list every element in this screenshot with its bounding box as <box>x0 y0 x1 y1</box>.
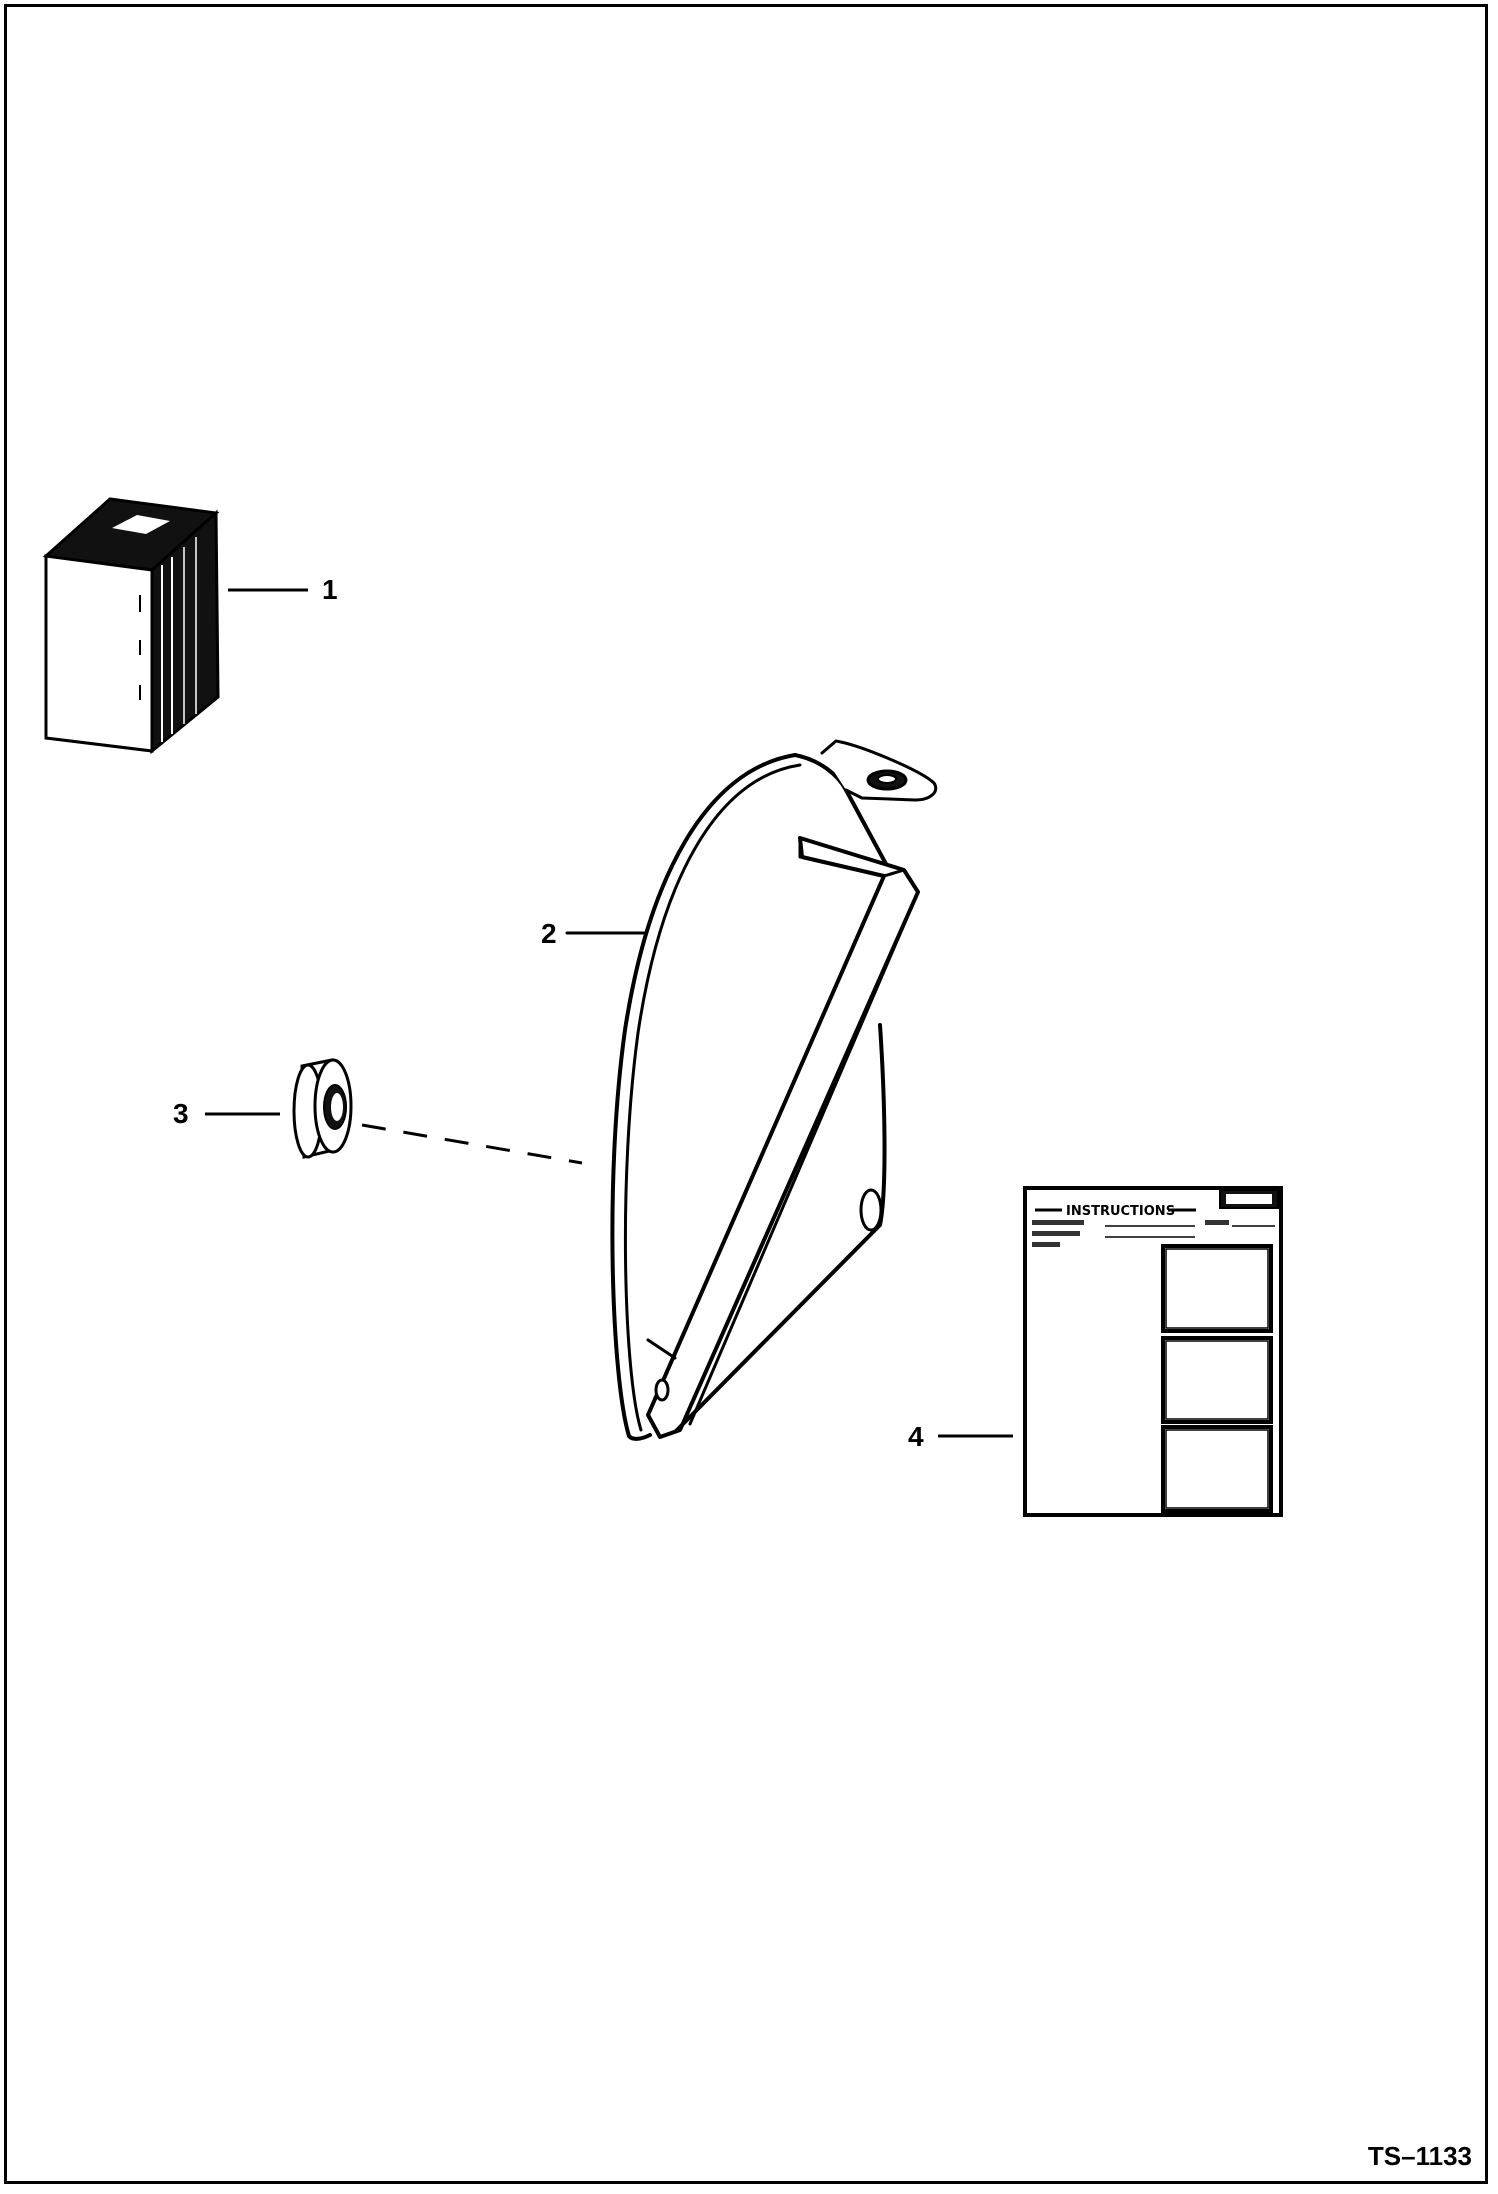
drawing-number: TS–1133 <box>1367 2141 1472 2171</box>
item-3-bushing <box>205 1058 583 1165</box>
instruction-sheet-title: INSTRUCTIONS <box>1066 1204 1175 1219</box>
item-4-instruction-sheet: INSTRUCTIONS <box>938 1186 1283 1517</box>
item-1-package <box>42 497 308 755</box>
callout-3: 3 <box>173 1098 189 1129</box>
callout-1: 1 <box>322 574 338 605</box>
callout-2: 2 <box>541 918 557 949</box>
drawing-border <box>4 4 1488 2184</box>
item-2-guard <box>565 739 938 1441</box>
callout-4: 4 <box>908 1421 924 1452</box>
